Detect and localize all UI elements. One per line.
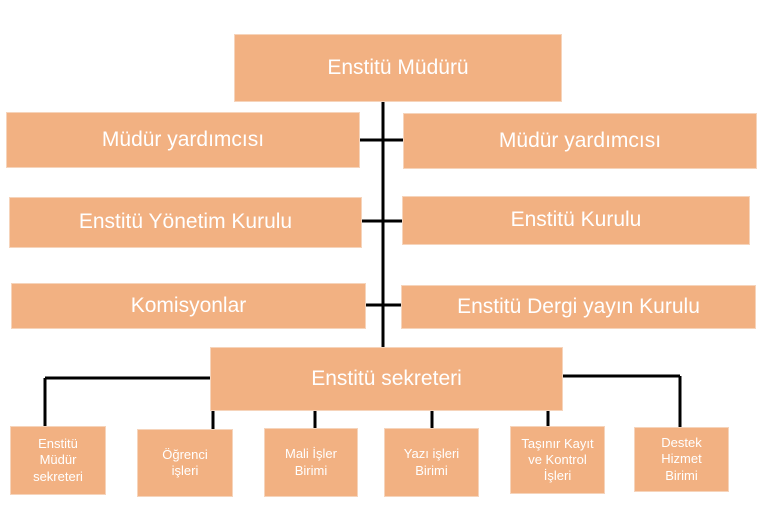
unit-box: Destek Hizmet Birimi	[634, 427, 729, 492]
institute-council-box: Enstitü Kurulu	[402, 196, 750, 245]
journal-board-box: Enstitü Dergi yayın Kurulu	[401, 285, 756, 329]
deputy-left-box: Müdür yardımcısı	[6, 112, 360, 168]
unit-box: Mali İşler Birimi	[264, 428, 358, 497]
deputy-right-box: Müdür yardımcısı	[403, 113, 757, 169]
unit-box: Enstitü Müdür sekreteri	[10, 426, 106, 495]
unit-box: Taşınır Kayıt ve Kontrol İşleri	[510, 426, 605, 494]
unit-box: Yazı işleri Birimi	[384, 428, 479, 497]
commissions-box: Komisyonlar	[11, 283, 366, 329]
management-board-box: Enstitü Yönetim Kurulu	[9, 197, 362, 248]
unit-box: Öğrenci işleri	[137, 429, 233, 497]
secretary-box: Enstitü sekreteri	[210, 347, 563, 411]
director-box: Enstitü Müdürü	[234, 34, 562, 102]
